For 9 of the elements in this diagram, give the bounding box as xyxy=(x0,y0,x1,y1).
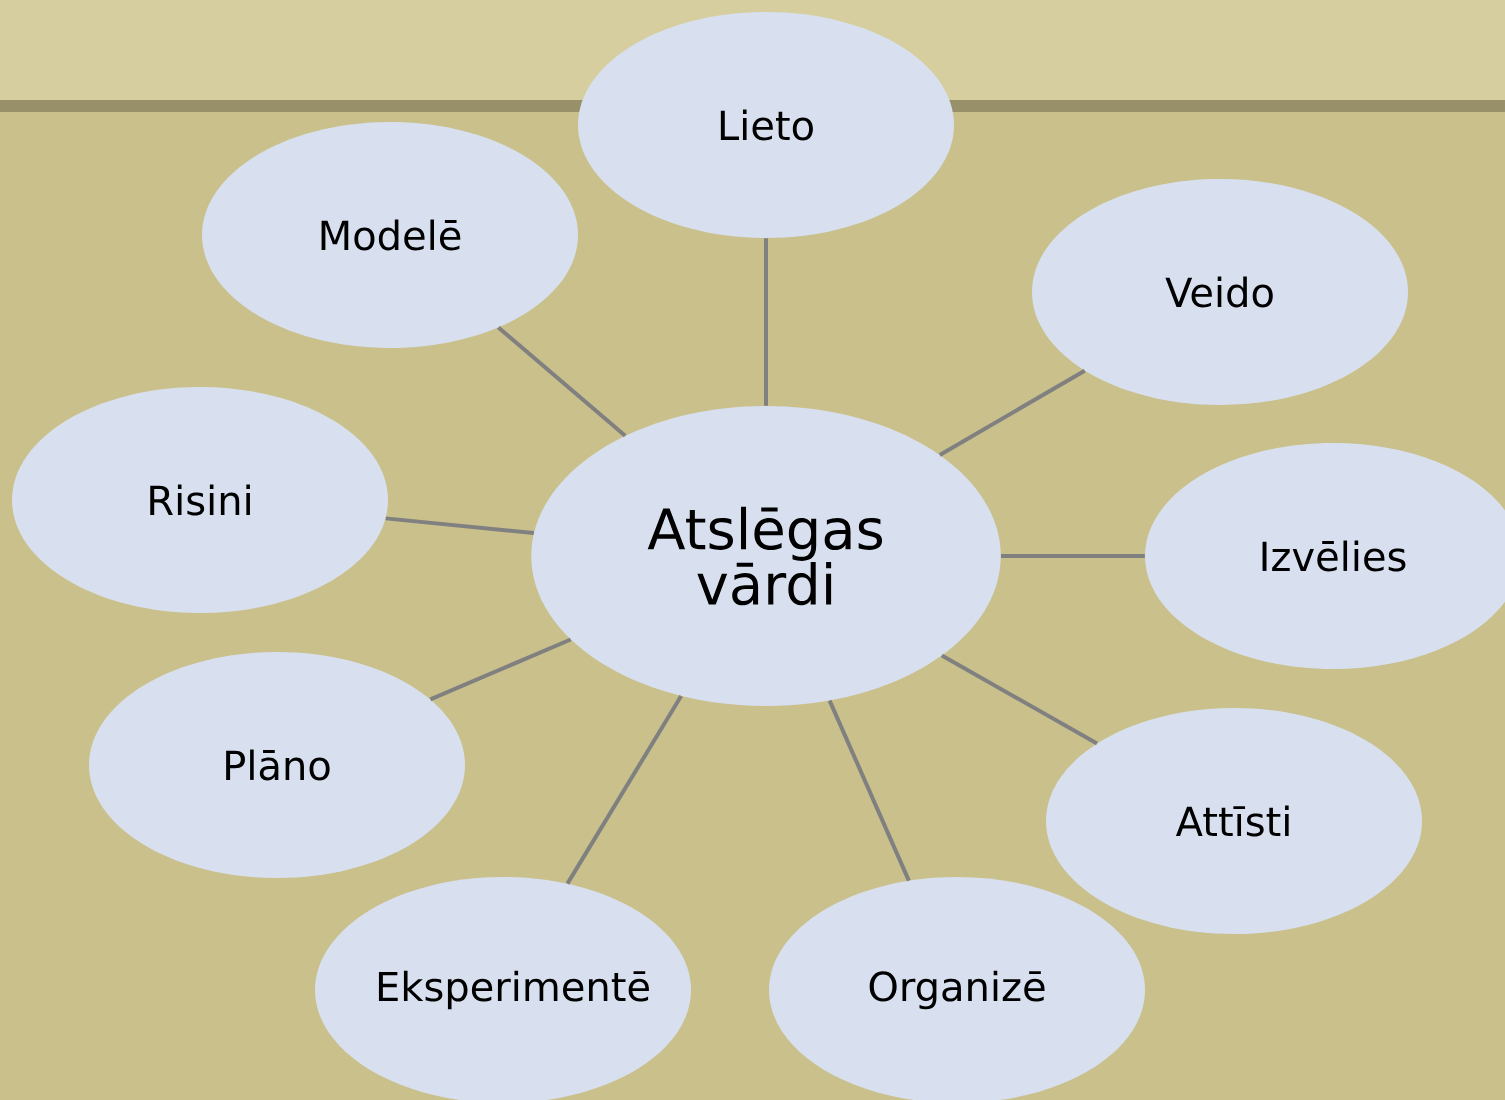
connector-line xyxy=(940,653,1098,746)
connector-line xyxy=(497,326,627,438)
connector-line xyxy=(827,699,911,882)
connector-line xyxy=(385,516,535,535)
connector-line xyxy=(429,637,572,702)
connector-line xyxy=(938,368,1086,457)
connector-line xyxy=(1000,554,1145,558)
connector-line xyxy=(764,238,768,406)
connector-line xyxy=(565,695,683,885)
